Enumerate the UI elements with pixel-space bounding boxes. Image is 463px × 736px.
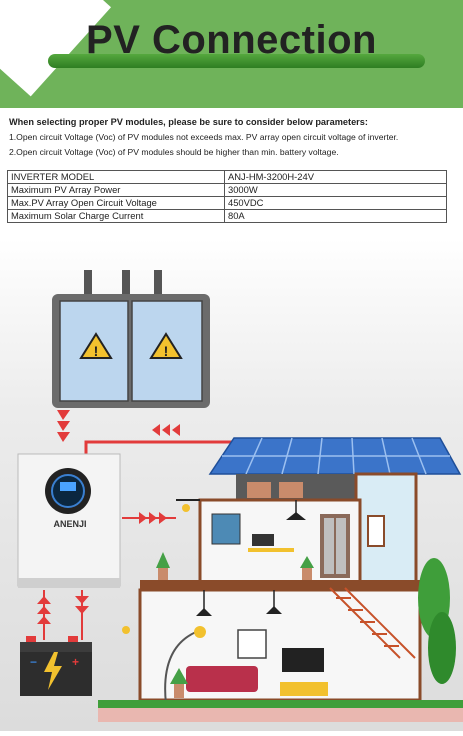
staircase [329,587,416,659]
spec-value: 3000W [224,183,447,197]
plant-decoration [156,552,314,698]
system-diagram: ! ! ANENJI [0,238,463,731]
parameter-notes: When selecting proper PV modules, please… [9,115,459,160]
spec-label: Maximum PV Array Power [7,183,225,197]
svg-text:+: + [72,655,79,669]
battery-icon: − + [20,636,92,696]
svg-text:−: − [30,655,37,669]
spec-label: Max.PV Array Open Circuit Voltage [7,196,225,210]
warning-icon: ! [149,332,183,359]
solar-panel-unit: ! ! [52,270,210,408]
notes-item-2: 2.Open circuit Voltage (Voc) of PV modul… [9,147,339,157]
spec-value: 80A [224,209,447,223]
table-row: Maximum PV Array Power 3000W [7,183,447,197]
house-illustration [98,437,463,722]
title-underline-bar [48,54,425,68]
page-title: PV Connection [86,18,377,62]
spec-value: ANJ-HM-3200H-24V [224,170,447,184]
notes-item-1: 1.Open circuit Voltage (Voc) of PV modul… [9,132,399,142]
warning-icon: ! [79,332,113,359]
solar-panel-icon [208,437,462,475]
table-row: Max.PV Array Open Circuit Voltage 450VDC [7,196,447,210]
spec-label: INVERTER MODEL [7,170,225,184]
header-banner: PV Connection [0,0,463,108]
lamp-icon [122,504,190,634]
spec-value: 450VDC [224,196,447,210]
table-row: Maximum Solar Charge Current 80A [7,209,447,223]
svg-text:!: ! [164,343,169,359]
inverter-brand: ANENJI [53,519,86,529]
inverter-unit: ANENJI [17,453,121,588]
arrow-icon [152,424,180,436]
spec-table: INVERTER MODEL ANJ-HM-3200H-24V Maximum … [7,170,447,223]
arrow-icon [57,410,70,442]
lamp-icon [196,500,306,616]
diagram-svg: ! ! ANENJI [17,270,463,722]
svg-text:!: ! [94,343,99,359]
table-row: INVERTER MODEL ANJ-HM-3200H-24V [7,170,447,184]
notes-lead: When selecting proper PV modules, please… [9,117,368,127]
spec-label: Maximum Solar Charge Current [7,209,225,223]
